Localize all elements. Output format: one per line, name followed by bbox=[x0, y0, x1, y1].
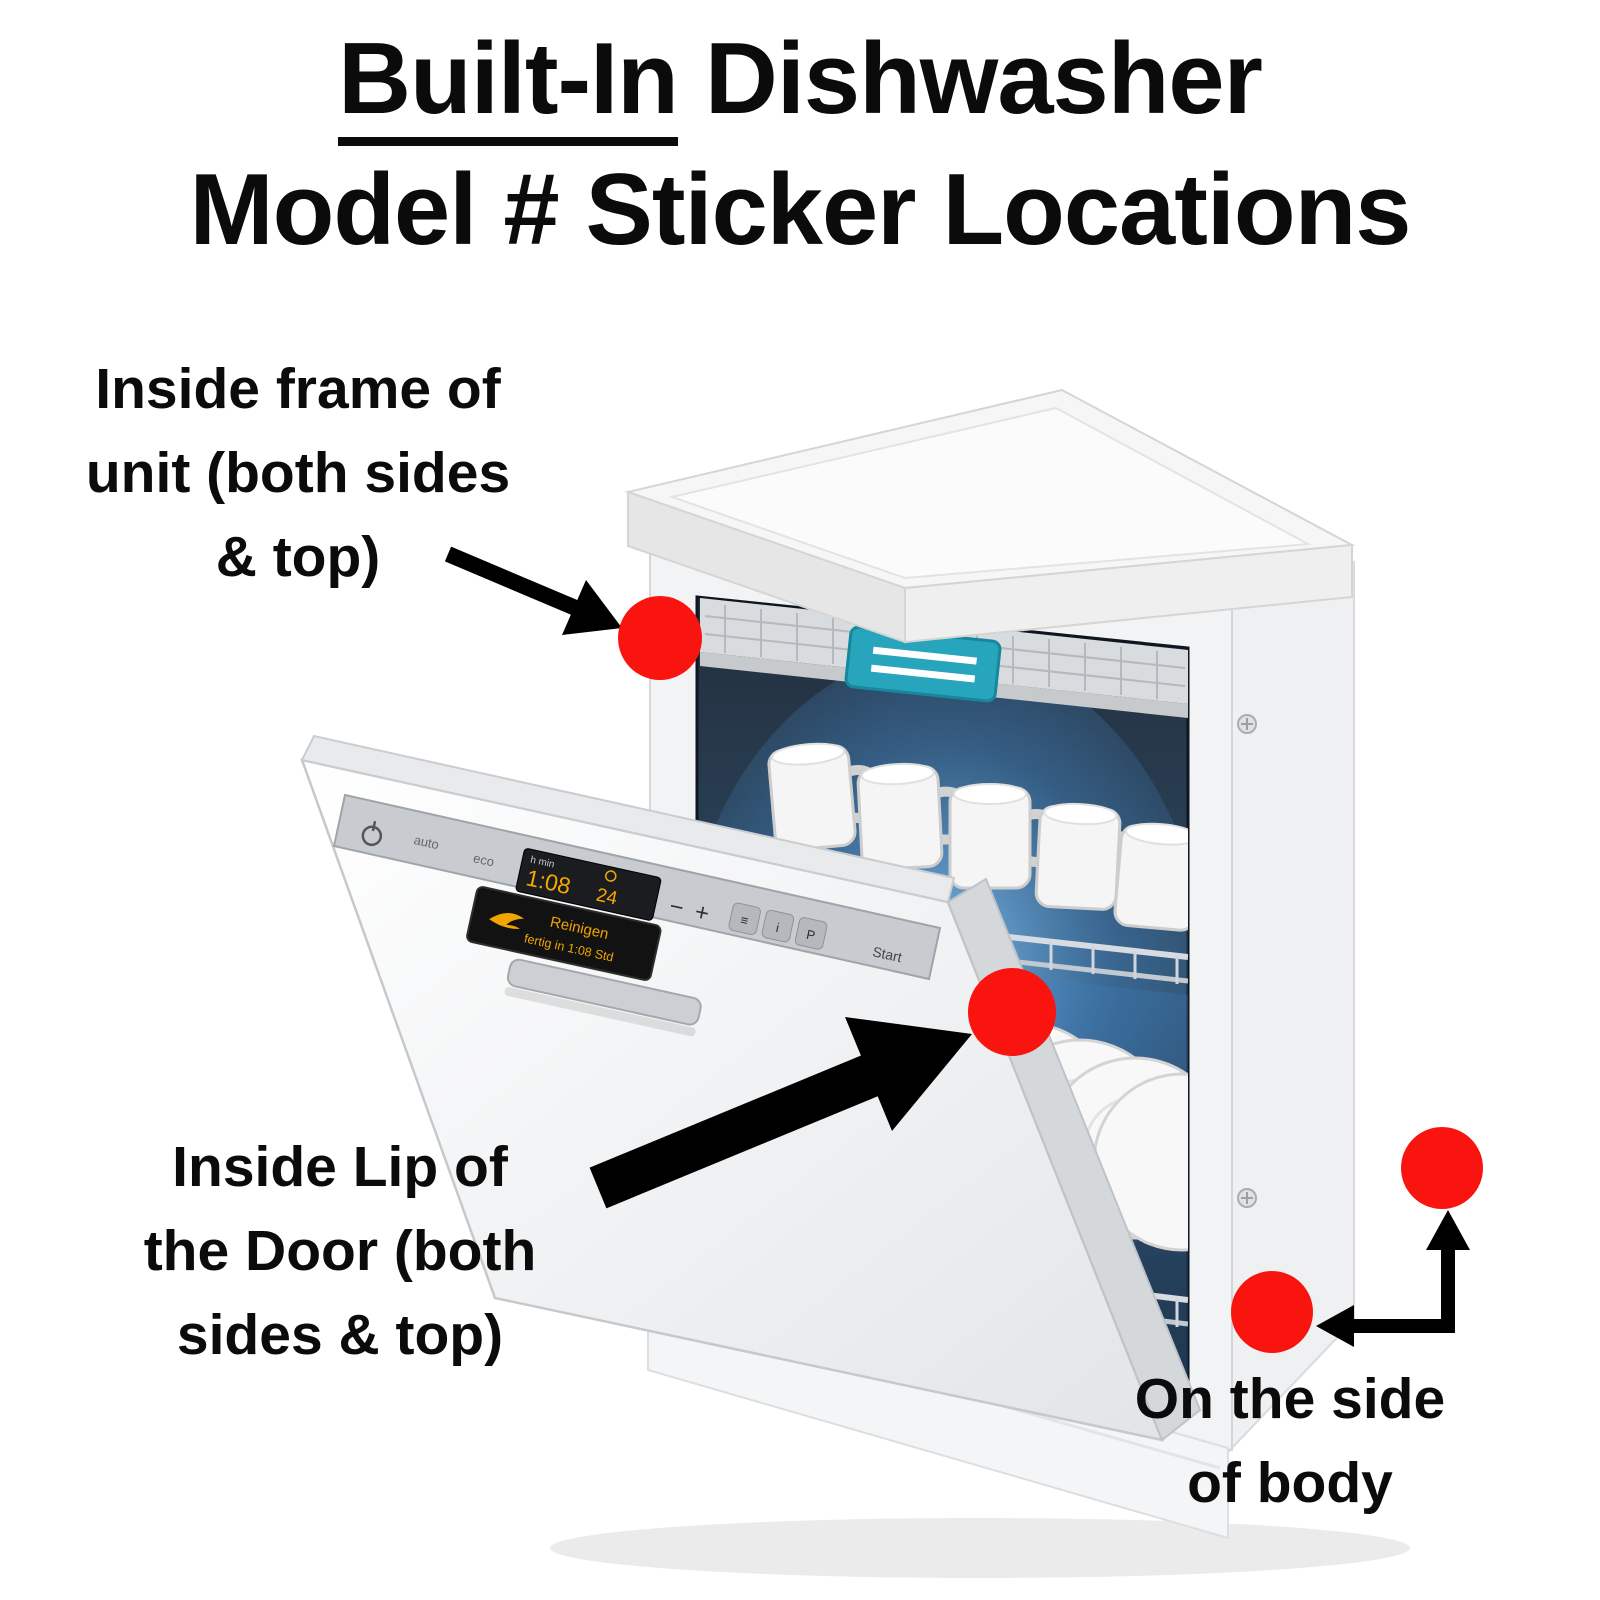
mug bbox=[856, 762, 975, 871]
arrow-side-of-body bbox=[1316, 1210, 1470, 1347]
clock-icon bbox=[605, 870, 617, 882]
lid bbox=[624, 388, 1356, 644]
mug-row bbox=[767, 742, 1188, 932]
panel-auto-label: auto bbox=[412, 832, 440, 852]
mug bbox=[767, 742, 887, 852]
mug bbox=[948, 783, 1065, 890]
sticker-dot-inside-frame bbox=[618, 596, 702, 680]
title-line2: Model # Sticker Locations bbox=[189, 154, 1412, 267]
floor-shadow bbox=[550, 1518, 1410, 1578]
panel-display bbox=[515, 848, 662, 921]
label-inside-lip: Inside Lip of the Door (both sides & top… bbox=[80, 1126, 600, 1377]
door-handle bbox=[504, 958, 702, 1037]
title-underlined-word: Built-In bbox=[338, 23, 679, 146]
page-title: Built-In Dishwasher Model # Sticker Loca… bbox=[0, 14, 1600, 277]
panel-start-label: Start bbox=[871, 943, 903, 965]
door-top-lip bbox=[300, 734, 956, 904]
panel-plus-button: + bbox=[692, 898, 711, 927]
label-line: Inside Lip of bbox=[172, 1135, 508, 1199]
sticker-dot-inside-door-lip bbox=[968, 968, 1056, 1056]
panel-delay: 24 bbox=[594, 885, 620, 910]
arrow-door-lip bbox=[589, 1017, 972, 1209]
label-line: the Door (both bbox=[143, 1218, 537, 1283]
label-side-of-body: On the side of body bbox=[1072, 1358, 1508, 1526]
label-line: Inside frame of bbox=[95, 357, 501, 421]
label-line: of body bbox=[1187, 1450, 1393, 1515]
label-line: On the side bbox=[1134, 1367, 1446, 1431]
title-rest: Dishwasher bbox=[677, 23, 1263, 135]
panel-button-1: ≡ bbox=[739, 912, 750, 928]
label-line: & top) bbox=[215, 524, 381, 589]
label-inside-frame: Inside frame of unit (both sides & top) bbox=[28, 348, 568, 599]
sticker-dot-side-of-body-upper bbox=[1401, 1127, 1483, 1209]
screw bbox=[1237, 714, 1257, 734]
mug bbox=[1113, 822, 1188, 932]
control-panel-items: auto eco h min 1:08 24 − + ≡ i P Start bbox=[361, 820, 903, 965]
label-line: sides & top) bbox=[176, 1302, 504, 1367]
panel-minus-button: − bbox=[667, 893, 686, 922]
title-line1: Built-In Dishwasher bbox=[0, 14, 1600, 146]
sticker-dot-side-of-body-lower bbox=[1231, 1271, 1313, 1353]
label-line: unit (both sides bbox=[85, 440, 511, 505]
arrow-inside-frame bbox=[444, 546, 622, 635]
bird-logo-icon bbox=[489, 912, 525, 929]
cutlery-tray bbox=[700, 598, 1188, 718]
panel-button-2: i bbox=[775, 920, 781, 935]
panel-time-unit: h min bbox=[529, 855, 555, 871]
panel-button-3: P bbox=[805, 927, 817, 944]
panel-eco-label: eco bbox=[472, 850, 496, 869]
screw bbox=[1237, 1188, 1257, 1208]
